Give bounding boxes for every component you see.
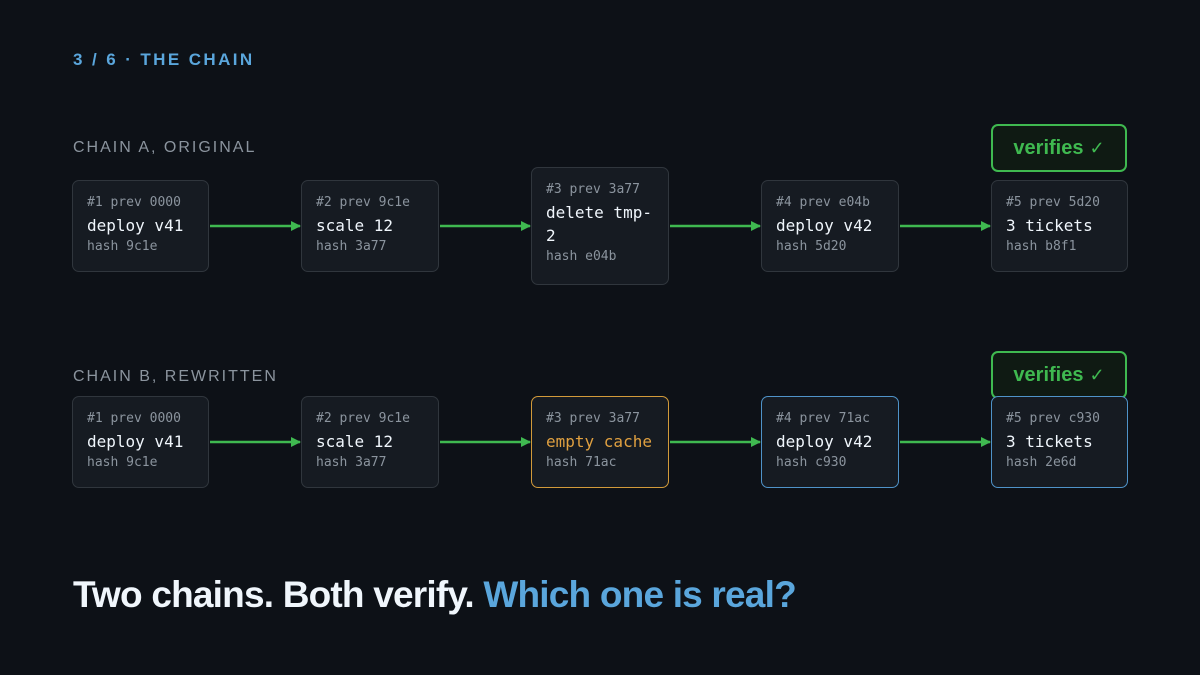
block-hash: hash b8f1 xyxy=(1006,239,1077,254)
block-operation: scale 12 xyxy=(316,432,394,451)
section-eyebrow: 3 / 6 · THE CHAIN xyxy=(73,50,255,69)
block-hash: hash 5d20 xyxy=(776,239,847,254)
block-prev: #1 prev 0000 xyxy=(87,195,181,210)
chain-a-block-4: #4 prev e04b deploy v42 hash 5d20 xyxy=(761,180,899,272)
chain-b-block-1: #1 prev 0000 deploy v41 hash 9c1e xyxy=(72,396,209,488)
chain-a-label: CHAIN A, ORIGINAL xyxy=(73,139,257,156)
chain-a-verifies-badge: verifies✓ xyxy=(991,124,1127,172)
block-operation: deploy v41 xyxy=(87,216,184,235)
block-prev: #3 prev 3a77 xyxy=(546,411,640,426)
block-hash: hash 71ac xyxy=(546,455,617,470)
block-operation: 3 tickets xyxy=(1006,216,1093,235)
headline-question: Which one is real? xyxy=(483,574,796,615)
check-icon: ✓ xyxy=(1089,137,1105,158)
block-prev: #1 prev 0000 xyxy=(87,411,181,426)
block-operation: scale 12 xyxy=(316,216,394,235)
block-prev: #4 prev e04b xyxy=(776,195,870,210)
chain-a-block-1: #1 prev 0000 deploy v41 hash 9c1e xyxy=(72,180,209,272)
block-prev: #5 prev c930 xyxy=(1006,411,1100,426)
block-hash: hash 2e6d xyxy=(1006,455,1077,470)
block-prev: #3 prev 3a77 xyxy=(546,182,640,197)
chain-b-block-2: #2 prev 9c1e scale 12 hash 3a77 xyxy=(301,396,439,488)
block-prev: #5 prev 5d20 xyxy=(1006,195,1100,210)
block-hash: hash 3a77 xyxy=(316,455,387,470)
verifies-text: verifies xyxy=(1013,136,1084,159)
chain-b-label: CHAIN B, REWRITTEN xyxy=(73,368,278,385)
block-prev: #2 prev 9c1e xyxy=(316,195,410,210)
chain-b-verifies-badge: verifies✓ xyxy=(991,351,1127,399)
verifies-text: verifies xyxy=(1013,363,1084,386)
chain-b-block-5-recomputed: #5 prev c930 3 tickets hash 2e6d xyxy=(991,396,1128,488)
block-operation: empty cache xyxy=(546,432,652,451)
headline: Two chains. Both verify. Which one is re… xyxy=(73,574,797,616)
block-operation: 3 tickets xyxy=(1006,432,1093,451)
block-operation: deploy v42 xyxy=(776,216,873,235)
chain-a-block-3: #3 prev 3a77 delete tmp-2 hash e04b xyxy=(531,167,669,285)
chain-b-block-3-altered: #3 prev 3a77 empty cache hash 71ac xyxy=(531,396,669,488)
chain-a-block-2: #2 prev 9c1e scale 12 hash 3a77 xyxy=(301,180,439,272)
block-hash: hash 9c1e xyxy=(87,239,158,254)
block-operation: deploy v42 xyxy=(776,432,873,451)
chain-b-block-4-recomputed: #4 prev 71ac deploy v42 hash c930 xyxy=(761,396,899,488)
block-operation: delete tmp-2 xyxy=(546,203,652,245)
block-prev: #4 prev 71ac xyxy=(776,411,870,426)
block-hash: hash e04b xyxy=(546,249,617,264)
block-hash: hash 9c1e xyxy=(87,455,158,470)
block-hash: hash c930 xyxy=(776,455,847,470)
headline-main: Two chains. Both verify. xyxy=(73,574,475,615)
check-icon: ✓ xyxy=(1089,364,1105,385)
block-hash: hash 3a77 xyxy=(316,239,387,254)
chain-a-block-5: #5 prev 5d20 3 tickets hash b8f1 xyxy=(991,180,1128,272)
block-prev: #2 prev 9c1e xyxy=(316,411,410,426)
block-operation: deploy v41 xyxy=(87,432,184,451)
